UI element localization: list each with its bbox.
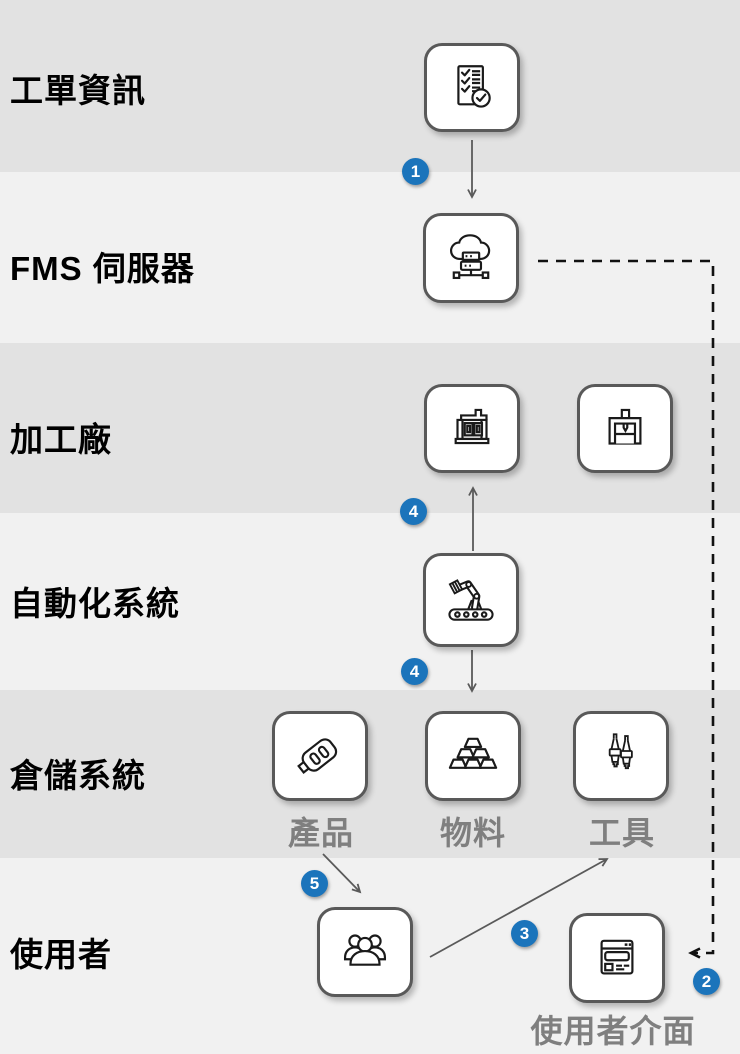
lane-label-work-order: 工單資訊	[10, 72, 146, 109]
checklist-document-icon	[457, 64, 491, 108]
step-badge-4-upper: 4	[400, 498, 427, 525]
step-badge-4-lower: 4	[401, 658, 428, 685]
lane-label-fms-server: FMS 伺服器	[10, 250, 195, 287]
step-badge-2: 2	[693, 968, 720, 995]
node-user-interface	[569, 913, 665, 1003]
cloud-server-icon	[449, 234, 491, 280]
lane-label-user: 使用者	[10, 936, 112, 973]
node-user	[317, 907, 413, 997]
lane-work-order	[0, 0, 740, 172]
step-badge-1: 1	[402, 158, 429, 185]
lane-label-automation: 自動化系統	[10, 585, 180, 622]
storage-label-tool: 工具	[588, 815, 656, 851]
node-machine-a	[424, 384, 520, 473]
step-badge-5: 5	[301, 870, 328, 897]
tool-bits-icon	[608, 733, 633, 770]
step-badge-3: 3	[511, 920, 538, 947]
storage-label-material: 物料	[439, 815, 507, 851]
node-automation	[423, 553, 519, 647]
node-machine-b	[577, 384, 673, 473]
node-work-order	[424, 43, 520, 132]
ingot-stack-icon	[448, 737, 498, 769]
press-machine-icon	[608, 408, 642, 445]
node-material	[425, 711, 521, 801]
robot-arm-conveyor-icon	[448, 579, 494, 621]
browser-window-icon	[600, 939, 634, 975]
lane-label-factory: 加工廠	[10, 421, 112, 458]
node-tool	[573, 711, 669, 801]
storage-label-product: 產品	[287, 815, 355, 851]
node-product	[272, 711, 368, 801]
user-interface-label: 使用者介面	[530, 1013, 696, 1049]
people-group-icon	[343, 934, 387, 966]
pedal-part-icon	[297, 738, 338, 774]
cnc-machine-icon	[454, 408, 490, 444]
node-fms-server	[423, 213, 519, 303]
lane-label-storage: 倉儲系統	[10, 757, 146, 794]
